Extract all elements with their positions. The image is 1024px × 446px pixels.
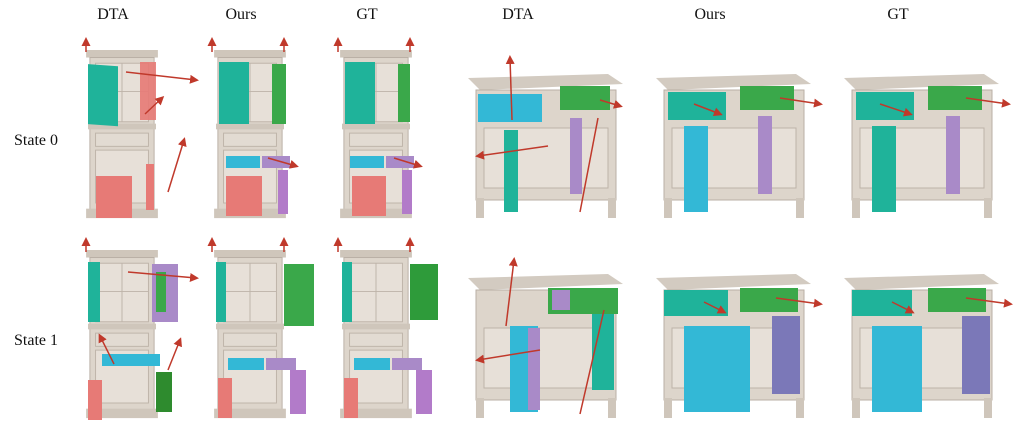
header-ours-left: Ours	[225, 6, 257, 23]
cabinet-state1-dta-tall	[81, 237, 199, 420]
cabinet-state0-dta-wide	[467, 55, 624, 219]
cabinet-state0-dta-tall	[81, 37, 199, 219]
cabinet-state0-ours-tall	[207, 37, 299, 219]
cabinet-state1-gt-wide	[843, 273, 1013, 419]
header-gt-right: GT	[887, 6, 909, 23]
cabinet-state1-gt-tall	[333, 237, 438, 419]
cabinet-state0-ours-wide	[655, 73, 823, 219]
row-label-state-0: State 0	[14, 132, 58, 149]
header-dta-right: DTA	[502, 6, 534, 23]
cabinet-state0-gt-wide	[843, 73, 1011, 219]
row-label-state-1: State 1	[14, 332, 58, 349]
cabinet-state1-ours-tall	[207, 237, 314, 419]
cabinet-state1-ours-wide	[655, 273, 823, 419]
header-gt-left: GT	[356, 6, 378, 23]
header-ours-right: Ours	[694, 6, 726, 23]
cabinet-state1-dta-wide	[467, 257, 624, 419]
cabinet-state0-gt-tall	[333, 37, 423, 219]
header-dta-left: DTA	[97, 6, 129, 23]
